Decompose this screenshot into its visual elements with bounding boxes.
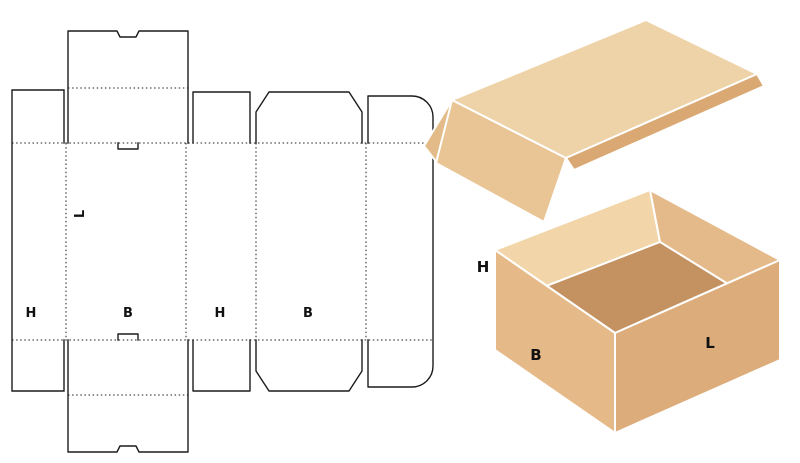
dieline-label-length: L — [73, 210, 88, 218]
dieline-label-breadth-right: B — [303, 306, 313, 321]
dieline-label-height-right: H — [215, 306, 226, 321]
box-label-length: L — [705, 334, 715, 352]
box-3d-illustration: H B L — [423, 19, 781, 434]
box-lid-edge — [565, 73, 765, 171]
box-face-length — [614, 259, 781, 434]
dieline-drawing: L H B H B — [11, 30, 434, 453]
box-label-breadth: B — [530, 346, 541, 364]
dieline-cut-lines — [11, 30, 434, 453]
dieline-label-height-left: H — [26, 306, 37, 321]
dieline-fold-lines — [12, 87, 433, 396]
dieline-label-breadth-left: B — [123, 306, 133, 321]
box-label-height: H — [477, 258, 490, 276]
